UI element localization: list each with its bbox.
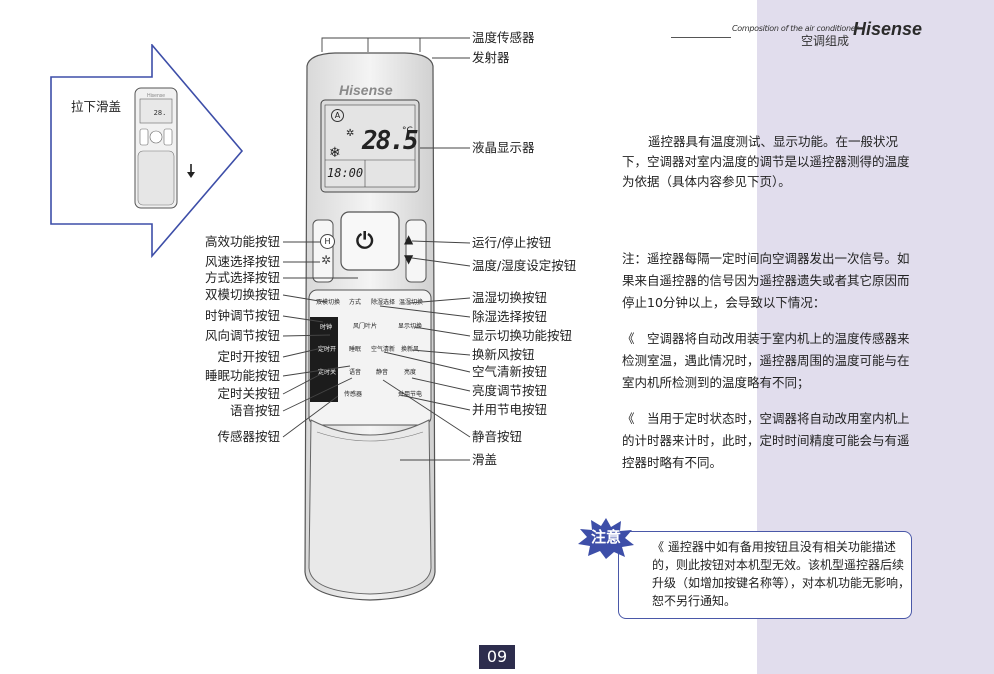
label-temp-sensor: 温度传感器 [472,30,535,45]
label-air-clean: 空气清新按钮 [472,364,548,379]
btn-mute-label[interactable]: 静音 [376,369,389,376]
btn-wind-label[interactable]: 风门叶片 [353,323,378,330]
btn-dual-label[interactable]: 双模切换 [316,299,341,306]
label-brightness: 亮度调节按钮 [472,383,548,398]
note-paragraph-1: 注：遥控器每隔一定时间向空调器发出一次信号。如果来自遥控器的信号因为遥控器遗失或… [622,251,910,310]
down-arrow-icon [187,164,195,178]
header-subtitle: Composition of the air conditioner [732,24,859,33]
label-temp-set: 温度/湿度设定按钮 [472,258,577,273]
intro-text: 遥控器具有温度测试、显示功能。在一般状况下，空调器对室内温度的调节是以遥控器测得… [622,134,910,189]
label-sleep: 睡眠功能按钮 [204,368,280,383]
label-energy: 并用节电按钮 [472,402,548,417]
label-dual-mode: 双模切换按钮 [204,287,280,302]
btn-bright-label[interactable]: 亮度 [404,369,417,376]
svg-text:Hisense: Hisense [147,93,165,99]
label-fan-speed: 风速选择按钮 [204,254,280,269]
label-voice: 语音按钮 [229,403,280,418]
lcd-temperature: 28.5 [362,126,419,156]
snowflake-icon: ❄ [329,145,341,161]
svg-text:28.: 28. [154,109,167,117]
label-run-stop: 运行/停止按钮 [472,235,552,250]
label-fresh-air: 换新风按钮 [472,347,535,362]
fan-speed-button[interactable]: ✲ [321,253,332,267]
note-paragraph-2: 《 空调器将自动改用装于室内机上的温度传感器来检测室温，遇此情况时，遥控器周围的… [622,331,910,390]
label-dehum: 除湿选择按钮 [472,309,548,324]
label-timer-on: 定时开按钮 [217,349,280,364]
label-mute: 静音按钮 [472,429,523,444]
btn-timer-off-label[interactable]: 定时关 [318,369,337,376]
temp-up-button[interactable]: ▲ [404,232,414,246]
header-rule [671,37,731,38]
btn-sleep-label[interactable]: 睡眠 [349,346,362,353]
label-sensor: 传感器按钮 [217,429,280,444]
label-lcd: 液晶显示器 [472,140,535,155]
intro-paragraph: 遥控器具有温度测试、显示功能。在一般状况下，空调器对室内温度的调节是以遥控器测得… [622,132,912,192]
label-wind-dir: 风向调节按钮 [204,328,280,343]
btn-clean-label[interactable]: 空气清新 [371,346,396,353]
note-section: 注：遥控器每隔一定时间向空调器发出一次信号。如果来自遥控器的信号因为遥控器遗失或… [622,248,912,488]
warning-badge-label: 注意 [590,528,621,546]
mini-remote-icon: Hisense 28. [134,87,178,209]
remote-brand: Hisense [339,82,393,98]
lcd-time: 18:00 [327,166,364,180]
label-mode-sel: 方式选择按钮 [204,270,280,285]
btn-fresh-label[interactable]: 换新风 [401,346,420,353]
label-clock-adj: 时钟调节按钮 [204,308,280,323]
btn-clock-label[interactable]: 时钟 [320,324,333,331]
brand-logo: Hisense [853,19,923,39]
temp-down-button[interactable]: ▼ [404,252,414,266]
starburst-icon [578,518,634,559]
auto-mode-icon: A [331,109,344,122]
label-timer-off: 定时关按钮 [217,386,280,401]
btn-display-label[interactable]: 显示切换 [398,323,423,330]
fan-blade-icon: ✲ [346,128,355,139]
label-cover: 滑盖 [472,452,498,467]
page-number: 09 [479,645,515,669]
label-high-eff: 高效功能按钮 [204,234,280,249]
warning-box [618,531,912,619]
label-display-switch: 显示切换功能按钮 [472,328,573,343]
high-eff-button[interactable]: H [320,234,335,249]
btn-timer-on-label[interactable]: 定时开 [318,346,337,353]
warning-badge: 注意 [577,517,635,559]
power-button[interactable]: ⏻ [356,229,374,254]
note-paragraph-3: 《 当用于定时状态时，空调器将自动改用室内机上的计时器来计时，此时，定时时间精度… [622,411,910,470]
header-title: 空调组成 [801,34,850,48]
slide-label: 拉下滑盖 [71,99,122,114]
btn-voice-label[interactable]: 语音 [349,369,362,376]
btn-sensor-label[interactable]: 传感器 [344,391,363,398]
btn-mode-label[interactable]: 方式 [349,299,362,306]
btn-energy-label[interactable]: 并用节电 [398,391,423,398]
lcd-unit: °C [402,126,413,136]
warning-text: 《 遥控器中如有备用按钮且没有相关功能描述的，则此按钮对本机型无效。该机型遥控器… [652,540,911,608]
label-emitter: 发射器 [472,50,510,65]
label-humid-switch: 温湿切换按钮 [472,290,548,305]
btn-dehum-label[interactable]: 除湿选择 [371,299,396,306]
